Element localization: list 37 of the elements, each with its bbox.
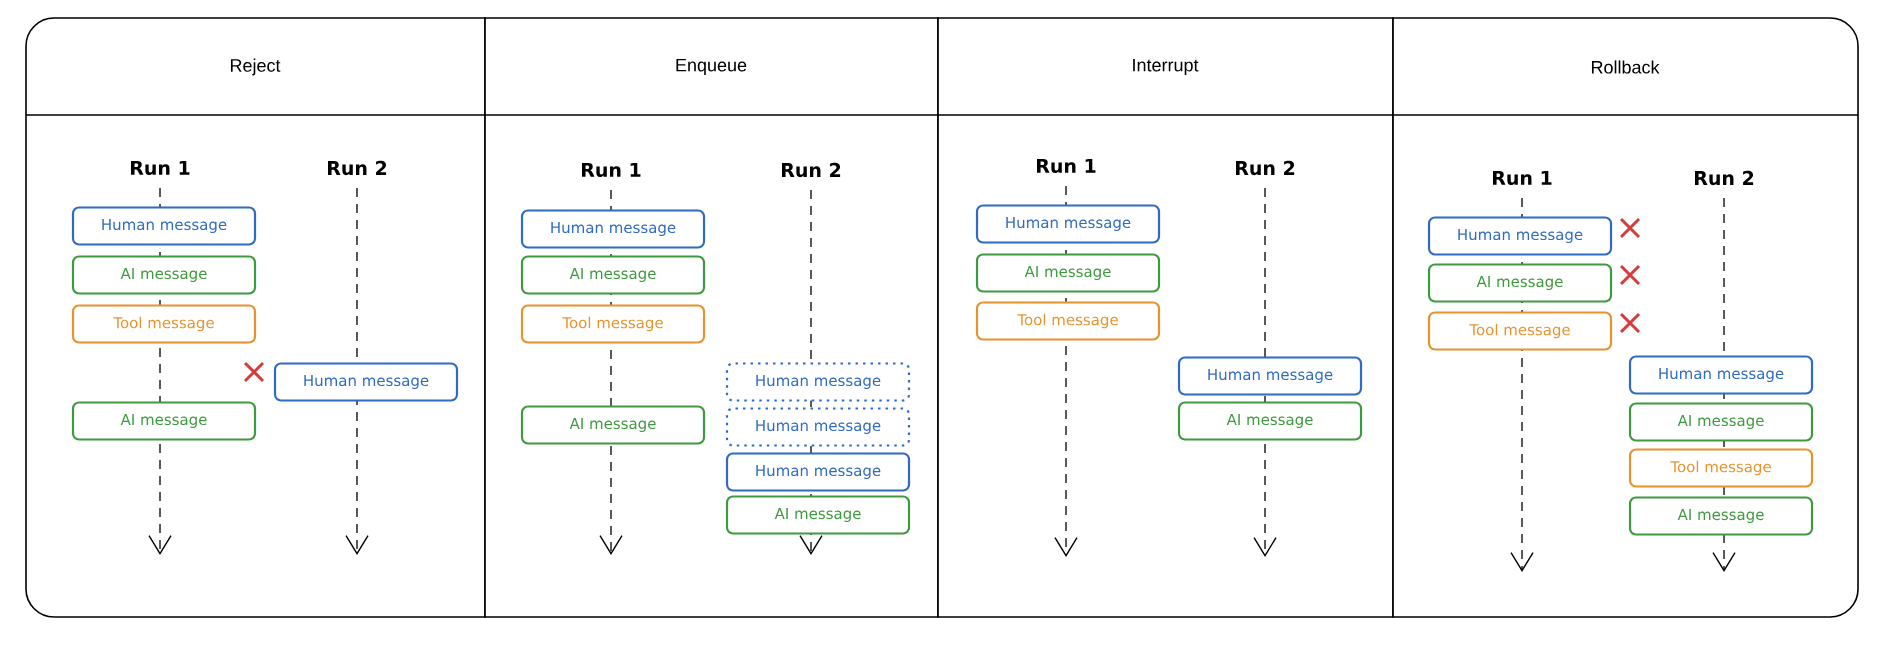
panel-heading: Reject [230, 58, 281, 76]
run-label: Run 1 [131, 160, 190, 176]
message-box: Human message [1628, 355, 1814, 395]
run-label: Run 2 [1695, 170, 1754, 186]
message-box: Human message [520, 209, 706, 249]
panel-heading: Enqueue [676, 58, 747, 76]
message-box: AI message [1628, 402, 1814, 442]
message-box: AI message [725, 495, 911, 535]
run-label: Run 2 [782, 162, 841, 178]
panel-heading: Interrupt [1133, 58, 1199, 76]
message-box: Human message [273, 362, 459, 402]
message-box: Tool message [975, 301, 1161, 341]
message-box: AI message [520, 405, 706, 445]
message-box: Tool message [1628, 448, 1814, 488]
message-box: AI message [1177, 401, 1363, 441]
message-box: AI message [520, 255, 706, 295]
message-box: Human message [1177, 356, 1363, 396]
message-box: Human message [71, 206, 257, 246]
message-box: Human message [725, 362, 911, 402]
message-box: AI message [1427, 263, 1613, 303]
message-box: AI message [71, 255, 257, 295]
message-box: Human message [1427, 216, 1613, 256]
message-box: Tool message [1427, 311, 1613, 351]
message-box: Human message [725, 407, 911, 447]
message-box: Tool message [520, 304, 706, 344]
message-box: AI message [975, 253, 1161, 293]
run-label: Run 2 [1236, 160, 1295, 176]
message-box: AI message [1628, 496, 1814, 536]
message-box: Human message [725, 452, 911, 492]
message-box: Tool message [71, 304, 257, 344]
run-label: Run 2 [328, 160, 387, 176]
message-box: Human message [975, 204, 1161, 244]
run-label: Run 1 [582, 162, 641, 178]
run-label: Run 1 [1037, 158, 1096, 174]
run-label: Run 1 [1493, 170, 1552, 186]
message-box: AI message [71, 401, 257, 441]
panel-heading: Rollback [1592, 60, 1660, 74]
